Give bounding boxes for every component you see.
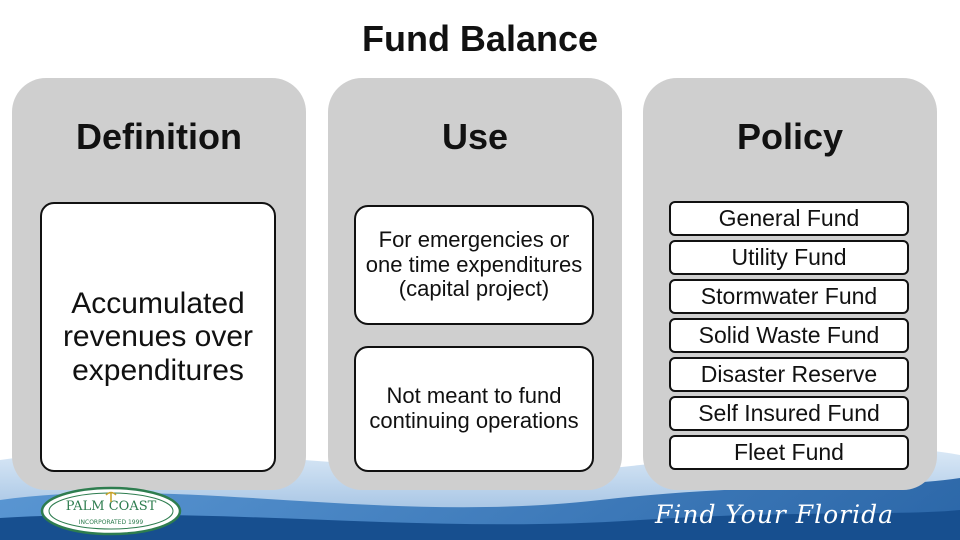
use-item-text: Not meant to fund continuing operations xyxy=(369,383,579,433)
definition-box: Accumulated revenues over expenditures xyxy=(40,202,276,472)
policy-item-solid-waste-fund: Solid Waste Fund xyxy=(669,318,909,353)
use-column: Use For emergencies or one time expendit… xyxy=(328,78,622,490)
policy-column: Policy General Fund Utility Fund Stormwa… xyxy=(643,78,937,490)
policy-item-self-insured-fund: Self Insured Fund xyxy=(669,396,909,431)
policy-item-fleet-fund: Fleet Fund xyxy=(669,435,909,470)
policy-item-stormwater-fund: Stormwater Fund xyxy=(669,279,909,314)
use-heading: Use xyxy=(441,116,509,157)
logo-incorporated: INCORPORATED 1999 xyxy=(79,519,144,526)
use-box-emergencies: For emergencies or one time expenditures… xyxy=(354,205,594,325)
policy-item-disaster-reserve: Disaster Reserve xyxy=(669,357,909,392)
slide-title: Fund Balance xyxy=(361,18,599,59)
logo-text: PALM COAST xyxy=(66,499,157,514)
tagline: Find Your Florida xyxy=(655,500,895,529)
city-logo: PALM COAST INCORPORATED 1999 xyxy=(40,486,182,536)
policy-heading: Policy xyxy=(736,116,844,157)
definition-heading: Definition xyxy=(76,116,242,157)
use-box-not-operations: Not meant to fund continuing operations xyxy=(354,346,594,472)
policy-item-general-fund: General Fund xyxy=(669,201,909,236)
definition-text: Accumulated revenues over expenditures xyxy=(62,286,254,387)
use-item-text: For emergencies or one time expenditures… xyxy=(365,227,583,302)
definition-column: Definition Accumulated revenues over exp… xyxy=(12,78,306,490)
policy-item-utility-fund: Utility Fund xyxy=(669,240,909,275)
